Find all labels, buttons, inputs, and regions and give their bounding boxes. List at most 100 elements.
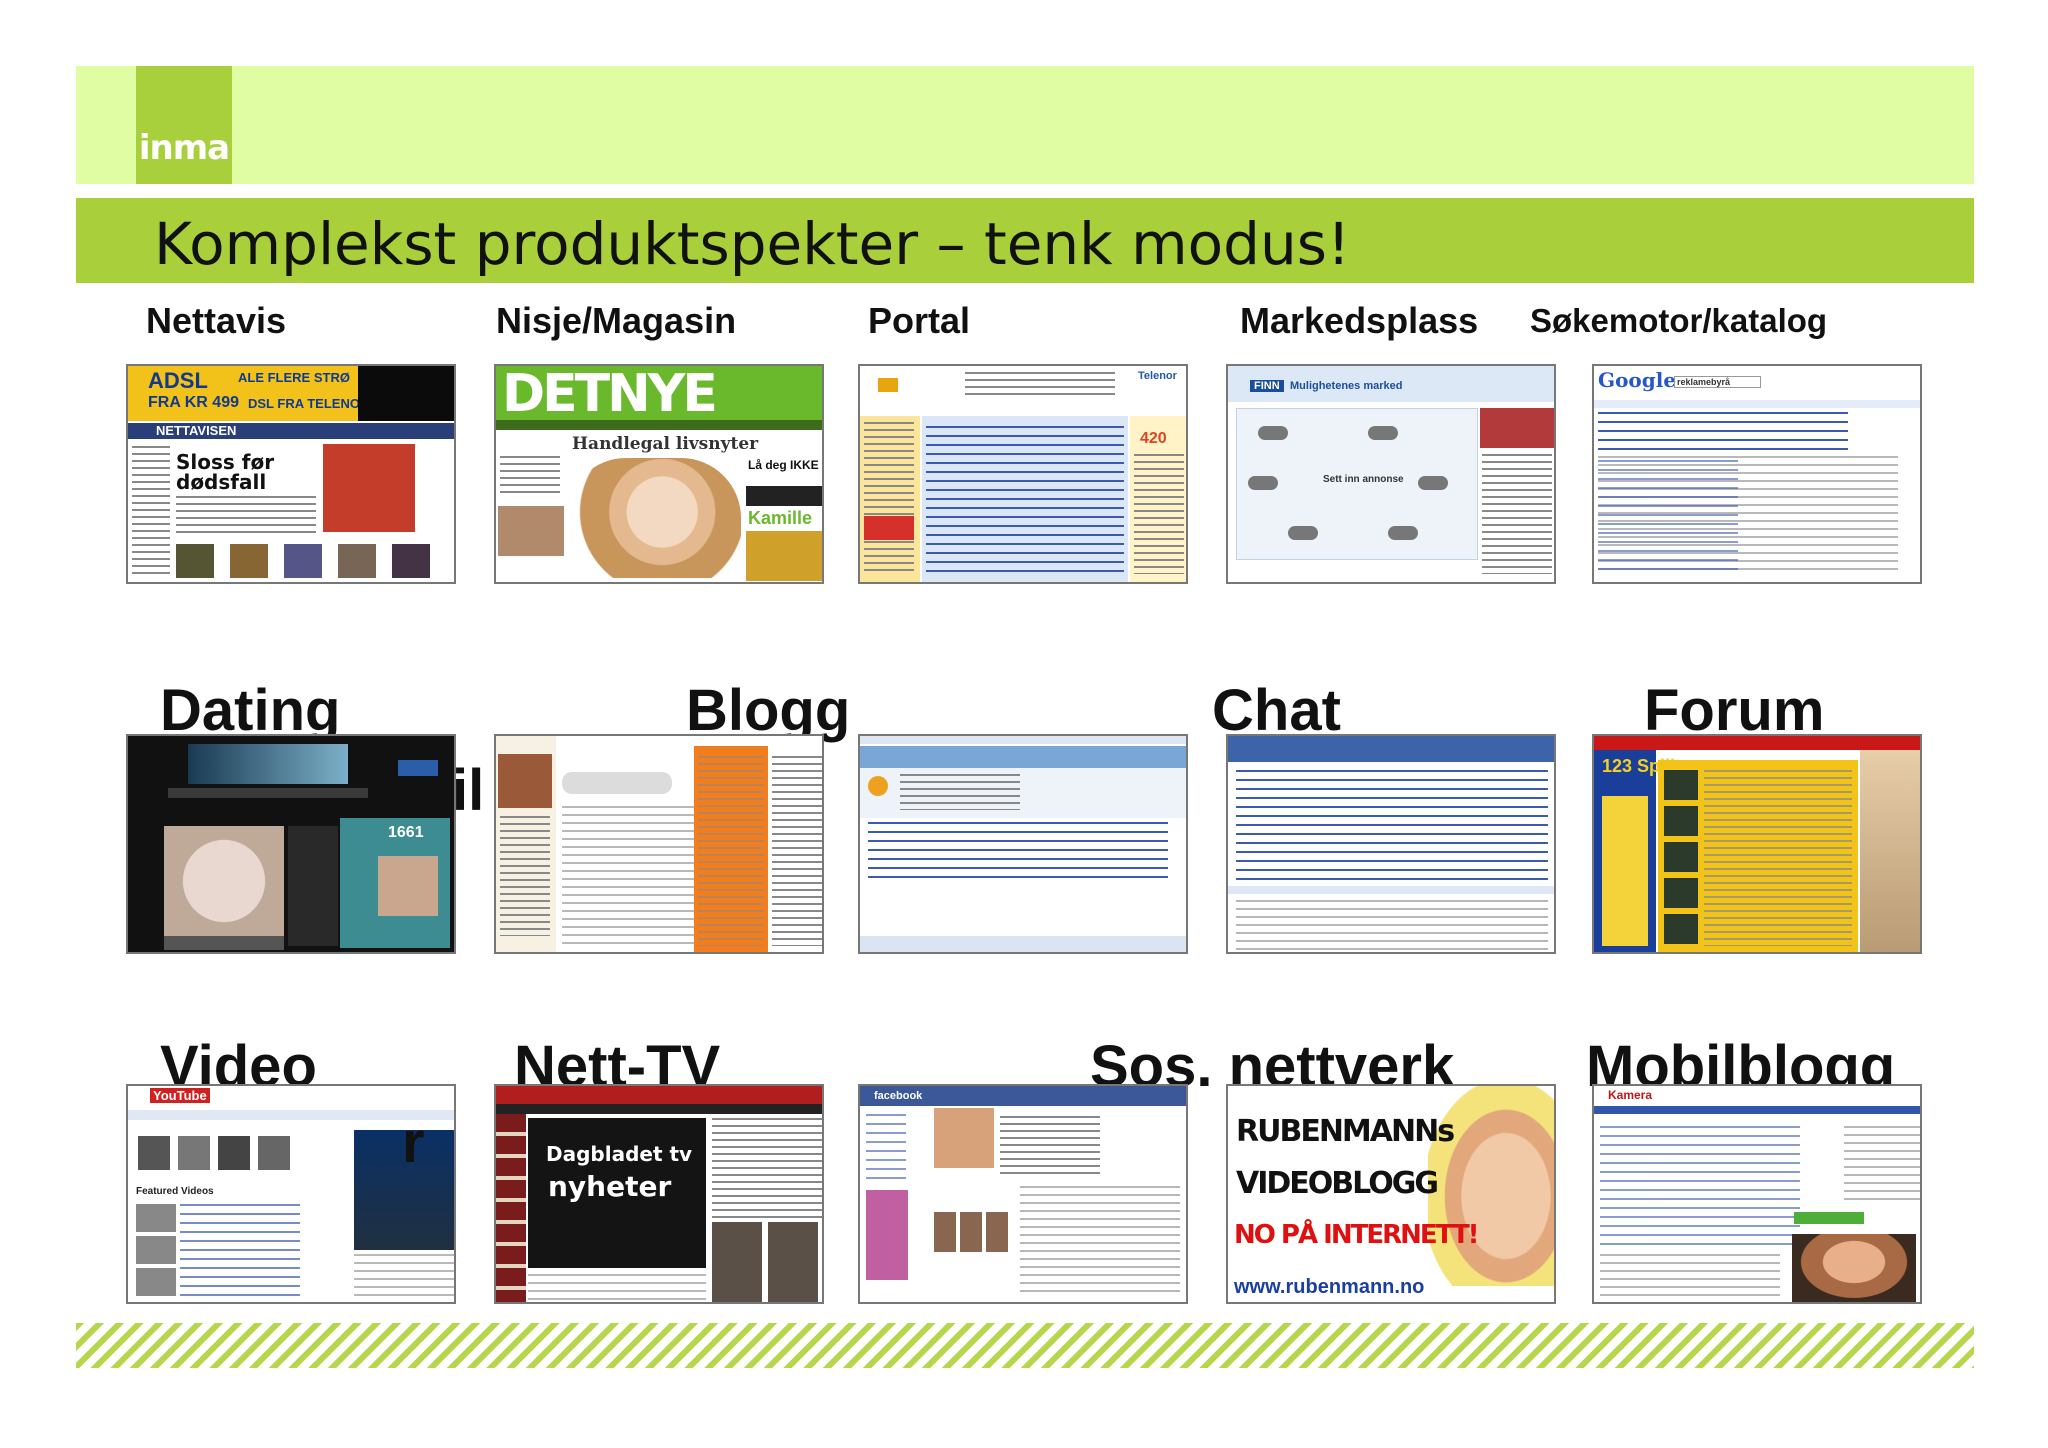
thumb-markedsplass: FINN Mulighetenes marked Sett inn annons…	[1226, 364, 1556, 584]
input-bar	[860, 936, 1186, 952]
content-rows	[926, 426, 1124, 576]
label-blogg: Blogg	[686, 678, 851, 743]
thumb-video: YouTube Featured Videos	[126, 1084, 456, 1304]
wall-posts	[1020, 1186, 1180, 1296]
photo-strip	[176, 544, 446, 578]
icon-3	[1248, 476, 1278, 490]
rubenmann-line3: NO PÅ INTERNETT!	[1234, 1220, 1480, 1250]
playlist	[712, 1118, 822, 1218]
left-thumbs	[496, 1114, 526, 1302]
thumb-sos-nettverk: facebook	[858, 1084, 1188, 1304]
ad-image	[866, 1190, 908, 1280]
post-thumbs	[1664, 770, 1698, 946]
rubenmann-url: www.rubenmann.no	[1234, 1276, 1425, 1298]
facebook-bar	[860, 1086, 1186, 1106]
face-photo	[1428, 1086, 1554, 1286]
banner-text	[965, 372, 1115, 396]
related-videos	[712, 1222, 822, 1302]
video-controls	[528, 1274, 706, 1302]
property-photo	[1480, 408, 1554, 448]
icon-5	[1288, 526, 1318, 540]
right-ad	[1860, 750, 1920, 952]
promo-image	[746, 531, 822, 581]
intro-text	[500, 456, 560, 496]
header-bar	[1228, 736, 1554, 762]
featured-thumbs	[136, 1204, 176, 1298]
friends-photos	[934, 1212, 1010, 1252]
brand: Telenor	[1138, 370, 1177, 382]
ad-price: FRA KR 499	[148, 394, 239, 411]
header-band	[76, 66, 1974, 184]
right-column-text	[1134, 454, 1184, 574]
sponsored-links	[1598, 412, 1848, 452]
nav-tabs	[128, 1110, 454, 1120]
promo-logo	[746, 486, 822, 506]
footer-stripe-band	[76, 1323, 1974, 1368]
player	[354, 1130, 454, 1250]
header-graphic	[562, 772, 672, 794]
right-links	[772, 756, 822, 946]
chat-messages	[868, 822, 1168, 882]
thumb-nisje-magasin: DETNYE Handlegal livsnyter Lå deg IKKE l…	[494, 364, 824, 584]
avatar	[868, 776, 888, 796]
label-dating: Dating	[160, 678, 341, 743]
mobilblogg-logo: Kamera	[1608, 1088, 1653, 1102]
label-portal: Portal	[868, 300, 971, 341]
show-title: nyheter	[548, 1170, 672, 1203]
masthead-bar	[128, 423, 454, 439]
masthead: DETNYE	[502, 364, 718, 424]
top-bar	[1594, 736, 1920, 750]
nav-bar	[496, 420, 822, 430]
thumb-sokemotor: Google reklamebyrå	[1592, 364, 1922, 584]
headline-1: Sloss før	[176, 450, 275, 474]
nav-bar	[496, 1104, 822, 1114]
promo-2: Kamille	[748, 508, 813, 528]
author-photo	[498, 754, 552, 808]
player-info	[354, 1254, 454, 1298]
post-list	[1600, 1126, 1800, 1246]
finn-logo: FINN	[1250, 380, 1284, 392]
youtube-logo: YouTube	[150, 1088, 210, 1103]
thumb-portal: Telenor 420	[858, 364, 1188, 584]
log-lines	[1236, 770, 1548, 880]
promo-red	[864, 516, 914, 540]
right-stats	[1844, 1126, 1920, 1206]
thumb-chat	[858, 734, 1188, 954]
overlap-text-1: il	[452, 758, 485, 823]
sidebar-links	[132, 446, 170, 576]
masthead-band	[496, 366, 822, 420]
search-box: reklamebyrå	[1674, 376, 1762, 388]
woman-photo	[566, 458, 741, 578]
icon-1	[1258, 426, 1288, 440]
tagline: Mulighetenes marked	[1290, 380, 1403, 392]
thumb-blogg	[494, 734, 824, 954]
contact-info	[900, 774, 1020, 810]
mobile-photo	[1792, 1234, 1916, 1302]
title-bar	[860, 746, 1186, 768]
results-bar	[1594, 400, 1920, 408]
label-nettavis: Nettavis	[146, 300, 287, 341]
masthead-bar	[496, 1086, 822, 1104]
search-panel	[288, 826, 338, 946]
header-image	[188, 744, 348, 784]
icon-6	[1388, 526, 1418, 540]
thumb-chat-log	[1226, 734, 1556, 954]
forum-logo: 123 Spill	[1602, 756, 1676, 776]
phone-icon	[878, 378, 898, 392]
profile-info	[1000, 1116, 1100, 1176]
ad-banner	[128, 366, 358, 421]
video-player	[528, 1118, 706, 1268]
video-thumbs	[138, 1136, 298, 1170]
thumb-dating: 1661	[126, 734, 456, 954]
headline: Handlegal livsnyter	[572, 434, 759, 454]
side-links	[1482, 454, 1552, 574]
left-menu	[866, 1114, 906, 1184]
footer-strip	[164, 936, 284, 950]
thumb-mobilblogg: Kamera	[1592, 1084, 1922, 1304]
news-photo	[323, 444, 415, 532]
divider-bar	[1228, 886, 1554, 894]
featured-titles	[180, 1204, 300, 1298]
masthead: NETTAVISEN	[156, 423, 237, 438]
logo-text: inma	[138, 128, 230, 168]
promo-1: Lå deg IKKE lure!	[748, 458, 822, 472]
